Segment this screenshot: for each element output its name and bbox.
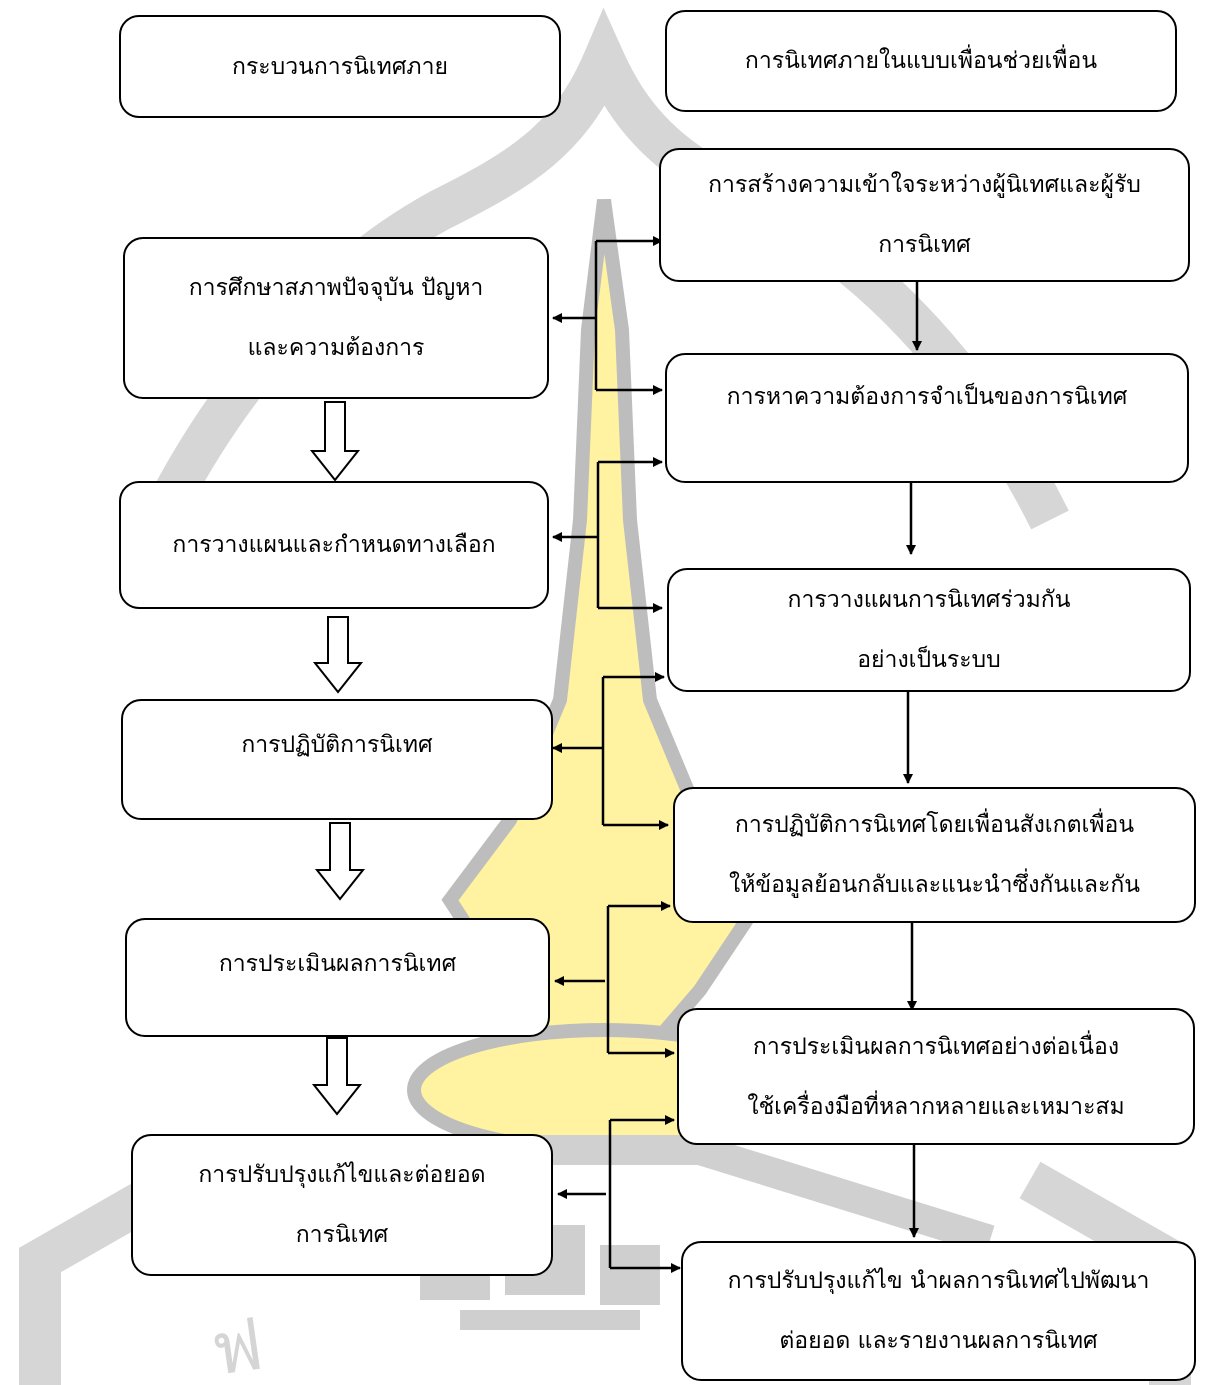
left-step-3: การปฏิบัติการนิเทศ: [121, 699, 553, 820]
right-step-3: การวางแผนการนิเทศร่วมกัน อย่างเป็นระบบ: [667, 568, 1191, 692]
right-step-2: การหาความต้องการจำเป็นของการนิเทศ: [665, 353, 1189, 483]
left-step-5: การปรับปรุงแก้ไขและต่อยอด การนิเทศ: [131, 1134, 553, 1276]
right-step-1-line-1: การสร้างความเข้าใจระหว่างผู้นิเทศและผู้ร…: [708, 172, 1141, 198]
right-header-box: การนิเทศภายในแบบเพื่อนช่วยเพื่อน: [665, 10, 1177, 112]
left-step-5-line-2: การนิเทศ: [295, 1222, 389, 1248]
right-step-5: การประเมินผลการนิเทศอย่างต่อเนื่อง ใช้เค…: [677, 1008, 1195, 1145]
left-step-3-line-1: การปฏิบัติการนิเทศ: [241, 732, 433, 758]
right-step-3-line-1: การวางแผนการนิเทศร่วมกัน: [787, 587, 1071, 613]
left-header-text: กระบวนการนิเทศภาย: [232, 53, 448, 80]
connector-group-5: [557, 1115, 681, 1273]
right-step-4: การปฏิบัติการนิเทศโดยเพื่อนสังเกตเพื่อน …: [673, 787, 1196, 923]
connector-group-3: [552, 672, 669, 830]
left-step-2-line-1: การวางแผนและกำหนดทางเลือก: [172, 532, 496, 558]
left-step-4-line-1: การประเมินผลการนิเทศ: [218, 951, 457, 977]
left-step-4: การประเมินผลการนิเทศ: [125, 918, 550, 1037]
left-step-5-line-1: การปรับปรุงแก้ไขและต่อยอด: [198, 1162, 486, 1188]
right-step-6: การปรับปรุงแก้ไข นำผลการนิเทศไปพัฒนา ต่อ…: [681, 1241, 1196, 1381]
right-step-6-line-2: ต่อยอด และรายงานผลการนิเทศ: [779, 1328, 1098, 1354]
connector-group-4: [554, 901, 675, 1058]
right-step-3-line-2: อย่างเป็นระบบ: [857, 647, 1001, 673]
right-header-text: การนิเทศภายในแบบเพื่อนช่วยเพื่อน: [744, 48, 1098, 74]
left-hollow-arrows: [309, 401, 366, 1116]
connector-group-2: [552, 457, 663, 613]
left-step-2: การวางแผนและกำหนดทางเลือก: [119, 481, 549, 609]
left-header-box: กระบวนการนิเทศภาย: [119, 15, 561, 118]
right-step-5-line-1: การประเมินผลการนิเทศอย่างต่อเนื่อง: [752, 1033, 1120, 1060]
right-step-5-line-2: ใช้เครื่องมือที่หลากหลายและเหมาะสม: [747, 1093, 1125, 1120]
watermark-text: ฟ: [206, 1302, 268, 1385]
left-step-1-line-2: และความต้องการ: [247, 335, 425, 361]
connector-group-1: [552, 236, 663, 395]
left-step-1-line-1: การศึกษาสภาพปัจจุบัน ปัญหา: [188, 275, 484, 301]
right-step-4-line-2: ให้ข้อมูลย้อนกลับและแนะนำซึ่งกันและกัน: [728, 872, 1141, 898]
right-step-1-line-2: การนิเทศ: [878, 232, 971, 258]
right-step-4-line-1: การปฏิบัติการนิเทศโดยเพื่อนสังเกตเพื่อน: [734, 812, 1135, 838]
right-down-arrows: [903, 282, 922, 1238]
left-step-1: การศึกษาสภาพปัจจุบัน ปัญหา และความต้องกา…: [123, 237, 549, 399]
right-step-1: การสร้างความเข้าใจระหว่างผู้นิเทศและผู้ร…: [659, 148, 1190, 282]
right-step-2-line-1: การหาความต้องการจำเป็นของการนิเทศ: [726, 384, 1128, 410]
right-step-6-line-1: การปรับปรุงแก้ไข นำผลการนิเทศไปพัฒนา: [727, 1268, 1150, 1294]
